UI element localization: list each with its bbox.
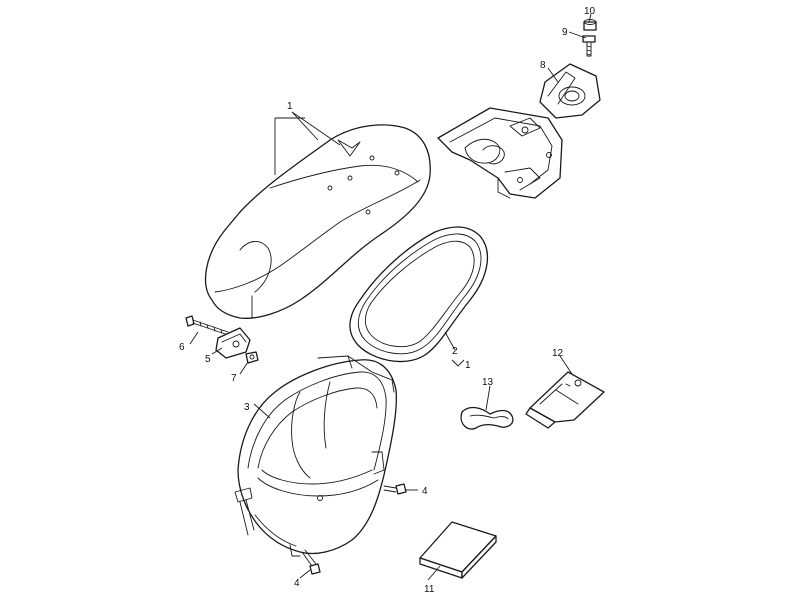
bolt-right-part [383, 483, 407, 495]
storage-box-part [234, 355, 398, 557]
seat-lock-bracket-part [437, 107, 563, 199]
callout-bracket-ref: 1 [465, 360, 471, 371]
lock-cap-part [583, 19, 597, 31]
callout-hinge-bracket: 5 [205, 354, 211, 365]
hinge-nut-part [245, 351, 259, 364]
hinge-bolt-part [185, 315, 229, 336]
callout-tool-pouch: 12 [552, 348, 564, 359]
callout-manual: 11 [424, 584, 435, 595]
seat-part [204, 124, 431, 319]
tool-pouch-part [525, 371, 605, 429]
leader-lines [189, 13, 592, 581]
callout-storage-box: 3 [244, 402, 250, 413]
callout-seat: 1 [287, 101, 293, 112]
rubber-seal-part [349, 226, 489, 363]
callout-hinge-nut: 7 [231, 373, 237, 384]
callout-bolt-bottom: 4 [294, 578, 300, 589]
manual-part [419, 521, 497, 579]
callout-rubber-seal: 2 [452, 346, 458, 357]
bolt-bottom-part [301, 549, 321, 575]
callout-lock-screw: 9 [562, 27, 568, 38]
callout-hinge-bolt: 6 [179, 342, 185, 353]
callout-labels: 1 10 9 8 2 1 3 4 4 5 6 7 12 13 11 [179, 6, 596, 595]
lock-screw-part [582, 35, 596, 57]
callout-seat-lock: 8 [540, 60, 546, 71]
rubber-band-part [460, 406, 514, 430]
callout-rubber-band: 13 [482, 377, 494, 388]
seat-lock-part [539, 63, 601, 119]
callout-lock-cap: 10 [584, 6, 596, 17]
hinge-bracket-part [215, 327, 251, 359]
callout-bolt-right: 4 [422, 486, 428, 497]
